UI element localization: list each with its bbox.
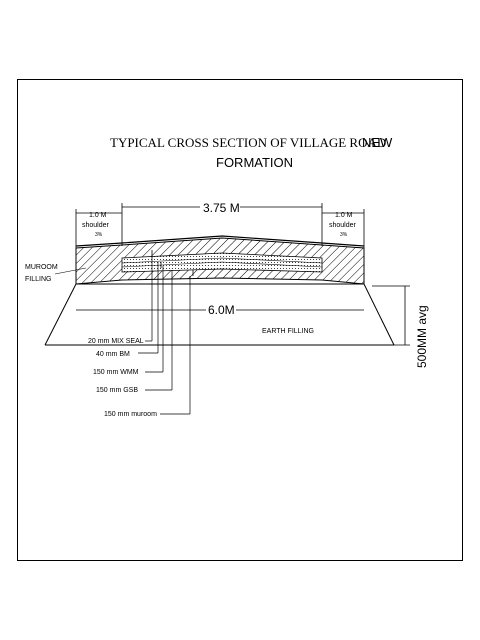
carriageway-dimension: 3.75 M [121,200,323,246]
layer-label-gsb: 150 mm GSB [96,387,138,394]
layer-leaders [138,258,191,415]
layer-label-mix-seal: 20 mm MIX SEAL [88,338,144,345]
shoulder-right-dimension: 1.0 M shoulder 3% [322,209,365,248]
shoulder-left-width: 1.0 M [89,212,107,219]
road-cross-section [75,235,365,285]
slope-left-label: 3% [95,232,103,238]
formation-label: 6.0M [208,303,235,317]
height-dimension: 500MM avg [372,285,429,368]
layer-label-bm: 40 mm BM [96,351,130,358]
carriageway-label: 3.75 M [203,201,240,215]
height-label: 500MM avg [415,305,429,368]
shoulder-left-label: shoulder [82,222,110,229]
earth-embankment [44,283,395,346]
drawing-frame [17,79,463,561]
title-line1: TYPICAL CROSS SECTION OF VILLAGE ROAD [110,135,386,150]
muroom-filling-label-2: FILLING [25,276,51,283]
shoulder-right-label: shoulder [329,222,357,229]
muroom-filling-label-1: MUROOM [25,264,58,271]
earth-filling-label: EARTH FILLING [262,328,314,335]
shoulder-right-width: 1.0 M [335,212,353,219]
slope-right-label: 3% [340,232,348,238]
title-line2: FORMATION [216,155,293,170]
formation-dimension: 6.0M [76,302,364,317]
layer-label-muroom: 150 mm muroom [104,411,157,418]
muroom-leader [54,267,87,275]
title-new: NEW [362,135,393,150]
layer-label-wmm: 150 mm WMM [93,369,139,376]
shoulder-left-dimension: 1.0 M shoulder 3% [75,209,122,248]
